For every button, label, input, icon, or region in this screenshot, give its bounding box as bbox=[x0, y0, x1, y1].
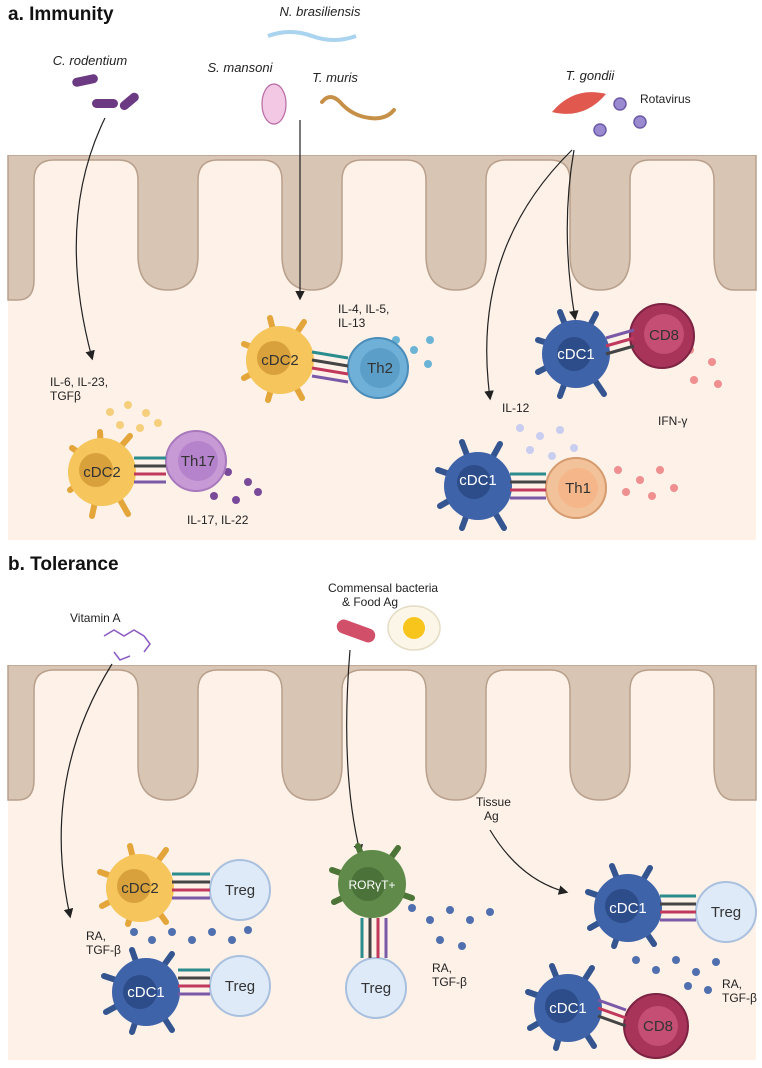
t-muris-worm bbox=[320, 95, 396, 121]
tcr-mhc-left bbox=[134, 456, 166, 484]
th2-cell bbox=[347, 337, 409, 399]
label-treg-3: Treg bbox=[361, 980, 391, 997]
cdc1-cell-tolerance-left bbox=[101, 947, 180, 1035]
tcr-mhc-bottom bbox=[510, 472, 546, 500]
label-il4-il5: IL-4, IL-5, bbox=[338, 302, 389, 316]
commensal-bacterium bbox=[336, 619, 376, 643]
label-cdc1-tolerance-right-top: cDC1 bbox=[609, 900, 647, 917]
tcr-mhc-mid bbox=[311, 350, 349, 384]
label-il17-il22: IL-17, IL-22 bbox=[187, 513, 249, 527]
label-ra-mid: RA, bbox=[432, 961, 452, 975]
t-gondii-parasite bbox=[552, 92, 606, 114]
rorgt-cell bbox=[329, 843, 415, 918]
cytokine-dots-ifng bbox=[614, 346, 722, 500]
label-il12: IL-12 bbox=[502, 401, 530, 415]
cytokine-dots-il12 bbox=[516, 424, 578, 460]
label-tgfb: TGFβ bbox=[50, 389, 81, 403]
cdc2-cell-left bbox=[67, 429, 136, 519]
label-th17: Th17 bbox=[181, 453, 215, 470]
epithelium-villi-b bbox=[7, 664, 757, 801]
label-treg-4: Treg bbox=[711, 904, 741, 921]
label-t-gondii: T. gondii bbox=[566, 68, 616, 83]
label-t-muris: T. muris bbox=[312, 70, 358, 85]
label-ra-left: RA, bbox=[86, 929, 106, 943]
label-c-rodentium: C. rodentium bbox=[53, 53, 128, 68]
label-cd8-a: CD8 bbox=[649, 327, 679, 344]
label-th2: Th2 bbox=[367, 360, 393, 377]
c-rodentium-bacteria bbox=[72, 74, 139, 111]
cdc2-cell-mid bbox=[241, 315, 314, 403]
cdc1-cell-bottom bbox=[435, 439, 512, 531]
panel-a-heading: a. Immunity bbox=[8, 4, 114, 25]
label-cdc1-tolerance-right-bottom: cDC1 bbox=[549, 1000, 587, 1017]
cdc2-cell-tolerance bbox=[97, 843, 174, 927]
label-n-brasiliensis: N. brasiliensis bbox=[280, 4, 361, 19]
lumen-b bbox=[0, 548, 762, 665]
s-mansoni-egg bbox=[261, 83, 287, 125]
tcr-mhc-cd8-b bbox=[597, 998, 627, 1028]
label-tgfb-right: TGF-β bbox=[722, 991, 757, 1005]
label-food-ag: & Food Ag bbox=[342, 595, 398, 609]
label-rorgt: RORγT+ bbox=[348, 878, 395, 892]
cdc1-cell-tolerance-right-top bbox=[585, 863, 662, 949]
th1-cell bbox=[545, 457, 607, 519]
label-cdc1-top: cDC1 bbox=[557, 346, 595, 363]
label-ra-right: RA, bbox=[722, 977, 742, 991]
tcr-mhc-treg-1 bbox=[172, 872, 210, 900]
cytokine-dots-il6 bbox=[106, 401, 162, 432]
treg-cell-3 bbox=[345, 957, 407, 1019]
tcr-mhc-treg-3 bbox=[360, 918, 388, 958]
label-il13: IL-13 bbox=[338, 316, 366, 330]
label-th1: Th1 bbox=[565, 480, 591, 497]
cytokine-dots-ra bbox=[130, 904, 720, 994]
label-cdc2-mid: cDC2 bbox=[261, 352, 299, 369]
egg-food-ag bbox=[387, 605, 441, 651]
n-brasiliensis-worm bbox=[267, 30, 357, 42]
label-cdc2-tolerance: cDC2 bbox=[121, 880, 159, 897]
label-treg-1: Treg bbox=[225, 882, 255, 899]
rotavirus-particles bbox=[593, 97, 647, 137]
cdc1-cell-tolerance-right-bottom bbox=[525, 963, 602, 1051]
tcr-mhc-treg-2 bbox=[178, 968, 210, 996]
label-treg-2: Treg bbox=[225, 978, 255, 995]
label-cdc1-tolerance-left: cDC1 bbox=[127, 984, 165, 1001]
vitamin-a-molecule bbox=[103, 629, 151, 661]
cd8-cell-a bbox=[629, 303, 695, 369]
label-cdc1-bottom: cDC1 bbox=[459, 472, 497, 489]
epithelium-villi-a bbox=[7, 154, 757, 301]
label-tissue: Tissue bbox=[476, 795, 511, 809]
label-ifn-gamma: IFN-γ bbox=[658, 414, 687, 428]
tcr-mhc-cd8-a bbox=[605, 328, 635, 356]
th17-cell bbox=[165, 430, 227, 492]
panel-b-arrows bbox=[60, 649, 569, 919]
label-rotavirus: Rotavirus bbox=[640, 92, 691, 106]
label-commensal-bacteria: Commensal bacteria bbox=[328, 581, 438, 595]
label-cd8-b: CD8 bbox=[643, 1018, 673, 1035]
label-tgfb-left: TGF-β bbox=[86, 943, 121, 957]
label-vitamin-a: Vitamin A bbox=[70, 611, 120, 625]
cytokine-dots-il17 bbox=[204, 468, 262, 504]
label-il6-il23: IL-6, IL-23, bbox=[50, 375, 108, 389]
panel-b-heading: b. Tolerance bbox=[8, 554, 119, 575]
label-s-mansoni: S. mansoni bbox=[207, 60, 273, 75]
label-tissue-ag: Ag bbox=[484, 809, 499, 823]
tcr-mhc-treg-4 bbox=[660, 894, 696, 922]
lumen-a bbox=[0, 0, 762, 155]
cdc1-cell-top bbox=[535, 309, 610, 399]
label-cdc2-left: cDC2 bbox=[83, 464, 121, 481]
label-tgfb-mid: TGF-β bbox=[432, 975, 467, 989]
panel-a-arrows bbox=[75, 117, 579, 401]
